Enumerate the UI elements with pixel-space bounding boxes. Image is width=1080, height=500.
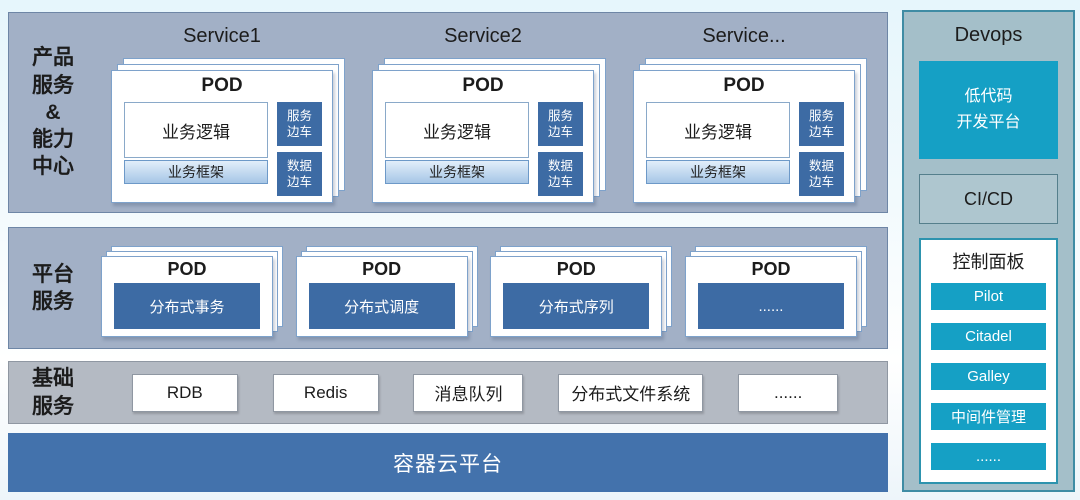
distributed-transaction-box: 分布式事务 [114, 283, 260, 329]
service-title: Service... [702, 25, 786, 47]
container-cloud-platform-bar: 容器云平台 [8, 433, 888, 492]
service-sidecar-box: 服务 边车 [799, 102, 844, 146]
service-sidecar-box: 服务 边车 [277, 102, 322, 146]
pod-title: POD [362, 259, 402, 279]
pod-card: POD ...... [684, 256, 857, 337]
data-sidecar-box: 数据 边车 [799, 152, 844, 196]
pod-card: POD 分布式调度 [295, 256, 468, 337]
rdb-box: RDB [131, 373, 238, 412]
pod-title: POD [462, 75, 504, 96]
control-panel-title: 控制面板 [952, 252, 1025, 272]
pod-card: POD 分布式事务 [101, 256, 273, 337]
business-logic-box: 业务逻辑 [646, 102, 790, 158]
business-framework-box: 业务框架 [385, 160, 529, 184]
pod-title: POD [751, 259, 791, 279]
business-logic-box: 业务逻辑 [385, 102, 529, 158]
service-group-1: Service1 POD 业务逻辑 业务框架 服务 边车 数据 边车 [97, 19, 347, 212]
pod-stack: POD 分布式序列 [490, 256, 663, 337]
service-group-more: Service... POD 业务逻辑 业务框架 服务 边车 数据 边车 [619, 19, 869, 212]
business-framework-box: 业务框架 [646, 160, 790, 184]
band-platform-services: 平台 服务 POD 分布式事务 POD 分布式调度 POD 分布式序列 POD … [8, 227, 888, 349]
more-control-box: ...... [931, 443, 1046, 470]
pod-title: POD [167, 259, 207, 279]
more-services-box: ...... [697, 283, 844, 329]
band-product-services: 产品 服务 & 能力 中心 Service1 POD 业务逻辑 业务框架 服务 … [8, 12, 888, 213]
devops-title: Devops [954, 24, 1023, 46]
pod-stack: POD 业务逻辑 业务框架 服务 边车 数据 边车 [372, 70, 594, 203]
business-logic-box: 业务逻辑 [124, 102, 268, 158]
redis-box: Redis [272, 373, 379, 412]
platform-pods: POD 分布式事务 POD 分布式调度 POD 分布式序列 POD ...... [97, 228, 887, 348]
band-basic-services: 基础 服务 RDB Redis 消息队列 分布式文件系统 ...... [8, 361, 888, 424]
distributed-sequence-box: 分布式序列 [503, 283, 650, 329]
band-basic-label: 基础 服务 [32, 367, 74, 418]
pod-stack: POD 分布式事务 [101, 256, 273, 337]
message-queue-box: 消息队列 [413, 373, 524, 412]
more-basic-box: ...... [738, 373, 839, 412]
service-groups: Service1 POD 业务逻辑 业务框架 服务 边车 数据 边车 [97, 13, 887, 212]
data-sidecar-box: 数据 边车 [277, 152, 322, 196]
pod-card: POD 分布式序列 [490, 256, 663, 337]
pod-card: POD 业务逻辑 业务框架 服务 边车 数据 边车 [372, 70, 594, 203]
basic-service-boxes: RDB Redis 消息队列 分布式文件系统 ...... [97, 362, 887, 423]
galley-box: Galley [931, 363, 1046, 390]
lowcode-platform-box: 低代码 开发平台 [919, 61, 1058, 159]
pod-title: POD [556, 259, 596, 279]
pod-stack: POD 业务逻辑 业务框架 服务 边车 数据 边车 [633, 70, 855, 203]
pod-stack: POD ...... [684, 256, 857, 337]
pilot-box: Pilot [931, 283, 1046, 310]
service-title: Service2 [444, 25, 522, 47]
distributed-fs-box: 分布式文件系统 [558, 373, 704, 412]
cicd-box: CI/CD [919, 174, 1058, 224]
band-platform-label: 平台 服务 [32, 262, 74, 313]
distributed-scheduling-box: 分布式调度 [308, 283, 455, 329]
pod-title: POD [723, 75, 765, 96]
pod-stack: POD 业务逻辑 业务框架 服务 边车 数据 边车 [111, 70, 333, 203]
service-title: Service1 [183, 25, 261, 47]
pod-stack: POD 分布式调度 [295, 256, 468, 337]
pod-card: POD 业务逻辑 业务框架 服务 边车 数据 边车 [111, 70, 333, 203]
control-panel: 控制面板 Pilot Citadel Galley 中间件管理 ...... [919, 238, 1058, 484]
citadel-box: Citadel [931, 323, 1046, 350]
pod-title: POD [201, 75, 243, 96]
pod-card: POD 业务逻辑 业务框架 服务 边车 数据 边车 [633, 70, 855, 203]
data-sidecar-box: 数据 边车 [538, 152, 583, 196]
service-group-2: Service2 POD 业务逻辑 业务框架 服务 边车 数据 边车 [358, 19, 608, 212]
band-products-label: 产品 服务 & 能力 中心 [32, 46, 74, 179]
business-framework-box: 业务框架 [124, 160, 268, 184]
middleware-mgmt-box: 中间件管理 [931, 403, 1046, 430]
devops-column: Devops 低代码 开发平台 CI/CD 控制面板 Pilot Citadel… [902, 10, 1075, 492]
service-sidecar-box: 服务 边车 [538, 102, 583, 146]
